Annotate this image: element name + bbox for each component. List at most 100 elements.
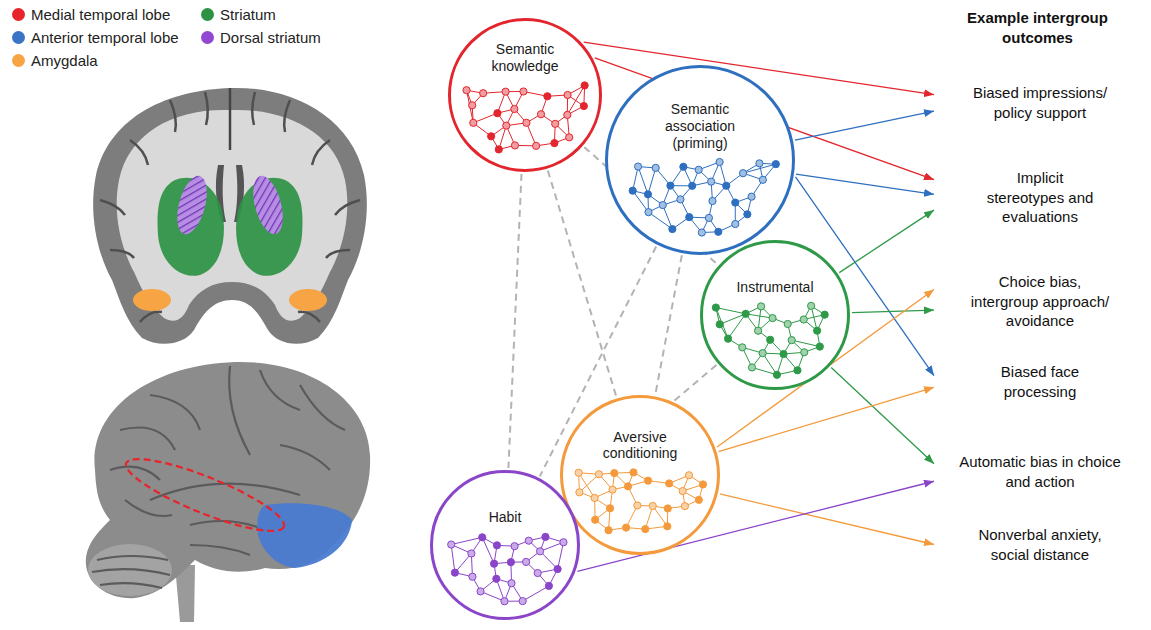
network-link — [720, 314, 746, 324]
network-dot — [511, 543, 518, 550]
network-dot — [501, 598, 508, 605]
network-link — [716, 308, 746, 314]
network-dot — [551, 140, 558, 147]
network-dot — [448, 541, 455, 548]
outcome-box: Automatic bias in choice and action — [938, 452, 1142, 491]
outcome-text-block: Biased face processing — [990, 362, 1090, 401]
network-dot — [634, 163, 641, 170]
network-link — [558, 542, 564, 569]
network-dot — [808, 302, 815, 309]
network-dot — [681, 503, 688, 510]
network-dot — [748, 193, 755, 200]
outcome-text-block: Automatic bias in choice and action — [945, 452, 1135, 491]
legend-text: Medial temporal lobe — [31, 6, 170, 23]
legend-text: Amygdala — [31, 52, 98, 69]
network-dot — [649, 502, 656, 509]
circle-title: Habit — [460, 509, 550, 526]
legend-entry: Amygdala — [12, 52, 98, 69]
network-dot — [502, 88, 509, 95]
network-dot — [534, 569, 541, 576]
network-dot — [712, 304, 719, 311]
network-dot — [685, 472, 692, 479]
network-link — [648, 212, 672, 229]
outcome-box: Nonverbal anxiety, social distance — [938, 525, 1142, 564]
network-dot — [680, 163, 687, 170]
network-dot — [606, 505, 613, 512]
network-dot — [469, 102, 476, 109]
sulcus — [280, 445, 330, 470]
network-dot — [821, 311, 828, 318]
sulcus — [150, 484, 300, 500]
network-dot — [705, 214, 712, 221]
network-dot — [715, 228, 722, 235]
network-dot — [508, 580, 515, 587]
network-dot — [739, 170, 746, 177]
network-dot — [800, 316, 807, 323]
cerebellum-fold — [97, 556, 168, 560]
circle-title: Semantic association (priming) — [643, 101, 757, 151]
network-dot — [732, 220, 739, 227]
network-dot — [622, 524, 629, 531]
network-graphic — [463, 82, 588, 153]
arrow-connector — [831, 368, 934, 464]
sulcus — [125, 500, 172, 516]
sulcus — [190, 545, 250, 555]
sulcus — [284, 100, 290, 132]
network-dot — [716, 321, 723, 328]
network-dot — [564, 111, 571, 118]
network-dot — [709, 197, 716, 204]
memory-system-circle: Semantic association (priming) — [605, 65, 795, 255]
outcome-box: Biased impressions/ policy support — [938, 83, 1142, 122]
network-dot — [542, 533, 549, 540]
network-dot — [784, 320, 791, 327]
circle-shape — [605, 65, 795, 255]
network-dot — [644, 191, 651, 198]
network-dot — [595, 471, 602, 478]
network-link — [567, 85, 584, 114]
network-dot — [757, 303, 764, 310]
outcome-box: Implicit stereotypes and evaluations — [938, 168, 1142, 227]
network-dot — [739, 344, 746, 351]
network-dot — [609, 486, 616, 493]
legend-swatch — [12, 31, 25, 44]
network-dot — [698, 229, 705, 236]
legend-entry: Dorsal striatum — [201, 29, 321, 46]
coronal-brain-slice — [93, 88, 367, 344]
network-dot — [480, 90, 487, 97]
sulcus — [110, 250, 134, 258]
network-dot — [537, 111, 544, 118]
legend-swatch — [12, 8, 25, 21]
network-dot — [716, 158, 723, 165]
amygdala-region — [289, 289, 327, 311]
sulcus — [120, 428, 175, 451]
network-dot — [767, 336, 774, 343]
network-dot — [624, 483, 631, 490]
network-dot — [772, 161, 779, 168]
dashed-link — [655, 255, 682, 394]
network-dot — [552, 120, 559, 127]
amygdala-region — [133, 289, 171, 311]
dorsal-striatum-region — [248, 173, 289, 238]
network-dot — [494, 110, 501, 117]
outcome-text-block: Choice bias, intergroup approach/ avoida… — [964, 272, 1116, 331]
memory-system-circle: Instrumental — [700, 240, 850, 390]
circle-text-block: Instrumental — [730, 240, 820, 296]
dashed-link — [548, 171, 616, 397]
network-dot — [520, 88, 527, 95]
network-dot — [575, 469, 582, 476]
circle-outline — [450, 20, 601, 171]
network-dot — [545, 582, 552, 589]
outcome-text: Biased impressions/ policy support — [958, 83, 1123, 122]
network-dot — [566, 134, 573, 141]
medial-temporal-lobe-outline — [119, 446, 290, 543]
dorsal-striatum-region — [172, 173, 213, 238]
outcome-text: Nonverbal anxiety, social distance — [968, 525, 1113, 564]
network-dot — [468, 550, 475, 557]
legend-swatch — [201, 8, 214, 21]
network-link — [648, 168, 656, 194]
sulci — [100, 92, 360, 322]
network-dot — [689, 182, 696, 189]
network-link — [792, 340, 820, 346]
circle-title: Instrumental — [730, 279, 820, 296]
network-dot — [666, 480, 673, 487]
